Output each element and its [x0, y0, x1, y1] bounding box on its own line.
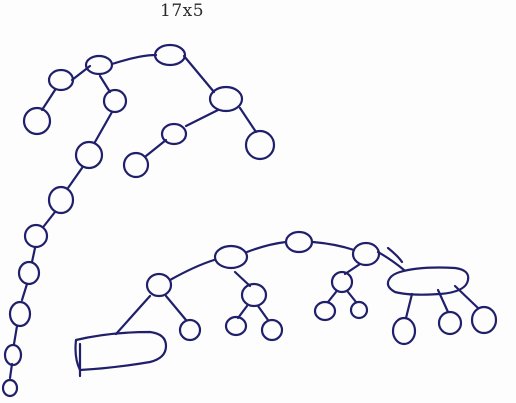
- tree-node: [208, 85, 244, 113]
- tree-node: [74, 140, 104, 170]
- tree-node: [160, 122, 188, 146]
- edge: [245, 240, 288, 254]
- edge: [93, 110, 114, 144]
- edge: [168, 258, 216, 282]
- tree-node: [349, 300, 369, 320]
- bottom-tree-nodes: [74, 230, 498, 378]
- tree-node: [102, 88, 128, 114]
- tree-node: [8, 300, 32, 328]
- edge: [164, 294, 188, 322]
- edge: [238, 106, 258, 134]
- edge: [343, 262, 362, 276]
- tree-node: [23, 223, 49, 249]
- page-title: 17x5: [160, 1, 205, 21]
- rounded-rectangle-node: [74, 330, 168, 372]
- tree-node: [240, 282, 268, 308]
- edge: [256, 304, 270, 322]
- edge: [182, 54, 216, 94]
- tree-node: [17, 260, 41, 286]
- edge: [404, 292, 414, 320]
- edge: [20, 282, 29, 302]
- tree-node: [313, 300, 337, 322]
- tree-node: [224, 315, 248, 337]
- tree-node: [437, 310, 463, 336]
- tree-node: [470, 305, 498, 335]
- edge: [12, 324, 19, 346]
- tree-node: [244, 129, 276, 161]
- edge: [66, 166, 84, 190]
- tree-node: [330, 270, 354, 294]
- tree-node: [47, 185, 75, 215]
- tree-node: [145, 272, 173, 298]
- edge: [233, 270, 252, 288]
- top-tree-nodes: [1, 43, 276, 398]
- tree-node: [284, 230, 314, 254]
- tree-node: [122, 151, 150, 179]
- edge: [184, 108, 220, 128]
- tree-node: [3, 343, 23, 367]
- edge: [42, 210, 57, 228]
- tree-node: [351, 241, 381, 267]
- edge: [8, 362, 14, 380]
- bottom-tree-edges: [114, 240, 480, 336]
- edge: [386, 246, 404, 264]
- edge: [326, 290, 338, 304]
- edge: [30, 246, 37, 264]
- tree-node: [391, 316, 417, 346]
- edge: [98, 74, 112, 94]
- edge: [114, 294, 152, 336]
- edge: [40, 88, 57, 112]
- tree-node: [213, 244, 249, 270]
- edge: [346, 290, 358, 304]
- tree-node: [1, 378, 19, 398]
- tree-node: [47, 68, 75, 92]
- edge: [110, 53, 158, 66]
- tree-node: [22, 106, 52, 136]
- tree-node: [260, 318, 284, 342]
- tree-node: [153, 43, 187, 67]
- tree-node: [84, 54, 114, 76]
- elongated-oval-node: [386, 266, 470, 296]
- tree-node: [178, 318, 202, 342]
- edge: [144, 138, 168, 158]
- edge: [236, 304, 249, 320]
- top-tree-edges: [8, 53, 258, 380]
- edge: [311, 240, 356, 252]
- edge: [376, 250, 406, 272]
